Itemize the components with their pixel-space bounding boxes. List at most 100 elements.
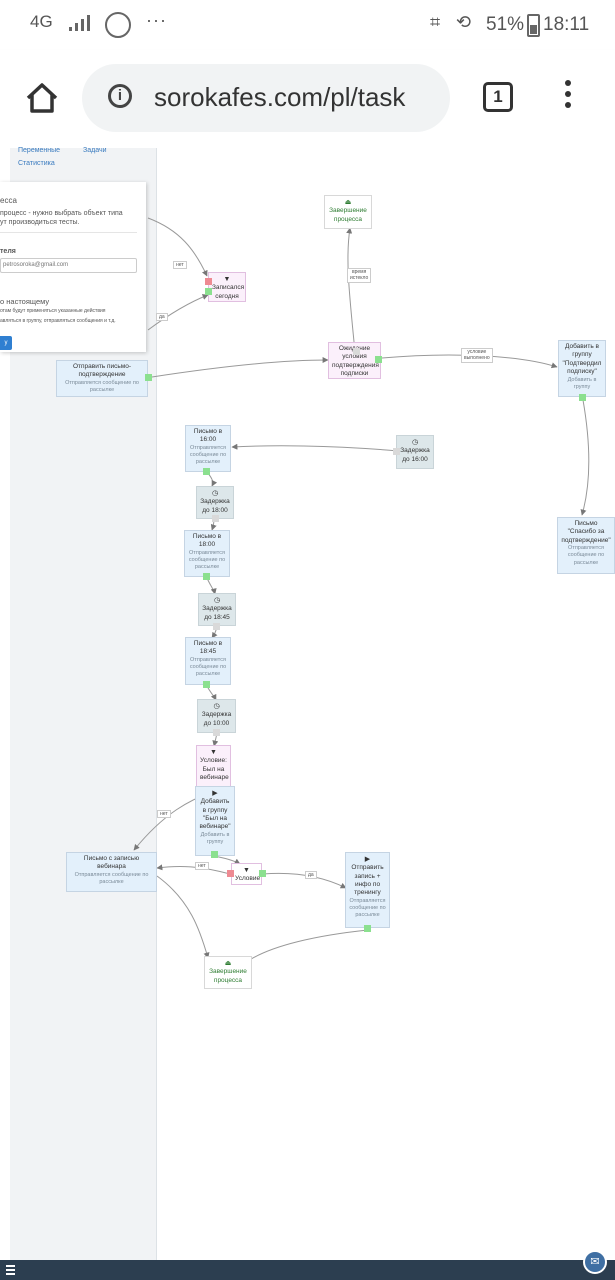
node-subtitle: Отправляется сообщение по рассылке bbox=[189, 656, 227, 678]
node-delay-1800[interactable]: ◷ Задержка до 18:00 bbox=[196, 486, 234, 519]
node-send-recording[interactable]: ▶ Отправить запись + инфо по тренингу От… bbox=[345, 852, 390, 928]
port-out[interactable] bbox=[213, 623, 220, 630]
home-icon[interactable] bbox=[22, 78, 62, 118]
test-settings-panel: есса процесс - нужно выбрать объект типа… bbox=[0, 182, 146, 352]
panel-divider bbox=[0, 232, 137, 233]
port-no[interactable] bbox=[205, 278, 212, 285]
node-title: Условие bbox=[235, 875, 261, 883]
url-text[interactable]: sorokafes.com/pl/task bbox=[154, 82, 406, 112]
node-subtitle: Отправляется сообщение по рассылке bbox=[188, 549, 226, 571]
port-out[interactable] bbox=[579, 394, 586, 401]
node-add-group-webinar[interactable]: ▶ Добавить в группу "Был на вебинаре" До… bbox=[195, 786, 235, 856]
nav-variables[interactable]: Переменные bbox=[18, 147, 61, 154]
panel-description: процесс - нужно выбрать объект типа bbox=[0, 210, 123, 217]
mode-note: отам будут применяться указанные действи… bbox=[0, 308, 106, 314]
hamburger-menu-icon[interactable] bbox=[6, 1265, 15, 1275]
battery-icon bbox=[527, 14, 540, 37]
label-line: истекло bbox=[350, 275, 369, 282]
port-out[interactable] bbox=[145, 374, 152, 381]
port-out[interactable] bbox=[203, 573, 210, 580]
email-field[interactable]: petrosoroka@gmail.com bbox=[0, 258, 137, 273]
node-title: Задержка до 18:00 bbox=[200, 498, 230, 514]
node-subtitle: Отправляется сообщение по рассылке bbox=[349, 897, 386, 919]
port-out[interactable] bbox=[213, 729, 220, 736]
messenger-icon bbox=[105, 12, 131, 38]
node-subtitle: Отправляется сообщение по рассылке bbox=[74, 871, 149, 886]
node-add-group-confirmed[interactable]: Добавить в группу "Подтвердил подписку" … bbox=[558, 340, 606, 397]
node-letter-1845[interactable]: Письмо в 18:45 Отправляется сообщение по… bbox=[185, 637, 231, 685]
node-title: Завершение процесса bbox=[209, 968, 247, 984]
port-out[interactable] bbox=[211, 851, 218, 858]
node-send-confirmation[interactable]: Отправить письмо-подтверждение Отправляе… bbox=[56, 360, 148, 397]
run-test-button[interactable]: у bbox=[0, 336, 12, 350]
node-title: Отправить запись + инфо по тренингу bbox=[351, 864, 384, 897]
port-out[interactable] bbox=[364, 925, 371, 932]
node-thanks-letter[interactable]: Письмо "Спасибо за подтверждение" Отправ… bbox=[557, 517, 615, 574]
port-out[interactable] bbox=[212, 515, 219, 522]
info-icon[interactable]: i bbox=[108, 84, 132, 108]
node-condition-signed-today[interactable]: ▼ Записался сегодня bbox=[208, 272, 246, 302]
node-end-process-bottom[interactable]: ⏏ Завершение процесса bbox=[204, 956, 252, 989]
label-line: выполнено bbox=[464, 355, 490, 362]
node-letter-1800[interactable]: Письмо в 18:00 Отправляется сообщение по… bbox=[184, 530, 230, 577]
more-vert-icon[interactable] bbox=[558, 80, 578, 116]
edge-label-no: нет bbox=[173, 261, 187, 270]
node-title: Добавить в группу "Был на вебинаре" bbox=[199, 798, 231, 831]
signal-icon bbox=[69, 15, 90, 31]
browser-toolbar: i sorokafes.com/pl/task 1 bbox=[0, 50, 615, 148]
chat-icon[interactable]: ✉ bbox=[583, 1250, 607, 1274]
node-subtitle: Отправляется сообщение по рассылке bbox=[65, 379, 139, 394]
clock: 18:11 bbox=[543, 14, 590, 35]
address-bar[interactable]: i sorokafes.com/pl/task bbox=[82, 64, 450, 132]
port-yes[interactable] bbox=[259, 870, 266, 877]
panel-title: есса bbox=[0, 196, 17, 205]
node-subtitle: Отправляется сообщение по рассылке bbox=[189, 444, 227, 466]
node-recording-letter[interactable]: Письмо с записью вебинара Отправляется с… bbox=[66, 852, 157, 892]
node-subtitle: Отправляется сообщение по рассылке bbox=[567, 545, 605, 566]
status-bar: 4G ··· ⌗ ⟲ 51% 18:11 bbox=[0, 0, 615, 50]
port-out[interactable] bbox=[375, 356, 382, 363]
node-end-process-top[interactable]: ⏏ Завершение процесса bbox=[324, 195, 372, 229]
port-timeout[interactable] bbox=[353, 348, 360, 355]
filter-icon: ▼ bbox=[243, 867, 250, 874]
node-condition-webinar[interactable]: ▼ Условие: Был на вебинаре bbox=[196, 745, 231, 791]
network-type: 4G bbox=[30, 12, 53, 31]
clock-icon: ◷ bbox=[213, 597, 221, 604]
cast-icon: ⌗ bbox=[430, 12, 441, 32]
port-in[interactable] bbox=[393, 448, 400, 455]
label-line: условие bbox=[467, 349, 487, 355]
node-delay-1845[interactable]: ◷ Задержка до 18:45 bbox=[198, 593, 236, 626]
node-subtitle: Добавить в группу bbox=[200, 831, 230, 845]
node-title: Условие: Был на вебинаре bbox=[200, 757, 229, 781]
label-line: время bbox=[351, 269, 367, 275]
node-letter-1600[interactable]: Письмо в 16:00 Отправляется сообщение по… bbox=[185, 425, 231, 472]
node-title: Письмо "Спасибо за подтверждение" bbox=[561, 520, 611, 544]
node-title: Письмо в 16:00 bbox=[193, 428, 223, 444]
mode-label: о настоящему bbox=[0, 297, 50, 306]
node-subtitle: Добавить в группу bbox=[567, 376, 597, 390]
port-yes[interactable] bbox=[205, 288, 212, 295]
edge-label-condition-met: условие выполнено bbox=[461, 348, 493, 363]
play-icon: ▶ bbox=[364, 856, 371, 863]
exit-icon: ⏏ bbox=[224, 960, 232, 967]
edge-label-no: нет bbox=[157, 810, 171, 819]
node-title: Завершение процесса bbox=[329, 207, 367, 223]
node-title: Письмо с записью вебинара bbox=[83, 855, 140, 871]
edge-label-no: нет bbox=[195, 862, 209, 871]
node-title: Задержка до 10:00 bbox=[201, 711, 232, 727]
battery-percent: 51% bbox=[486, 14, 525, 35]
nav-stats[interactable]: Статистика bbox=[18, 160, 55, 167]
node-condition[interactable]: ▼ Условие bbox=[231, 863, 262, 885]
nav-tasks[interactable]: Задачи bbox=[83, 147, 107, 154]
filter-icon: ▼ bbox=[210, 749, 217, 756]
port-no[interactable] bbox=[227, 870, 234, 877]
node-title: Отправить письмо-подтверждение bbox=[72, 363, 132, 379]
more-notifications: ··· bbox=[146, 10, 167, 30]
port-out[interactable] bbox=[203, 681, 210, 688]
email-label: теля bbox=[0, 248, 16, 255]
port-out[interactable] bbox=[203, 468, 210, 475]
tabs-button[interactable]: 1 bbox=[483, 82, 513, 112]
edge-label-timeout: время истекло bbox=[347, 268, 372, 283]
node-delay-1600[interactable]: ◷ Задержка до 16:00 bbox=[396, 435, 434, 469]
node-delay-1000[interactable]: ◷ Задержка до 10:00 bbox=[197, 699, 236, 733]
